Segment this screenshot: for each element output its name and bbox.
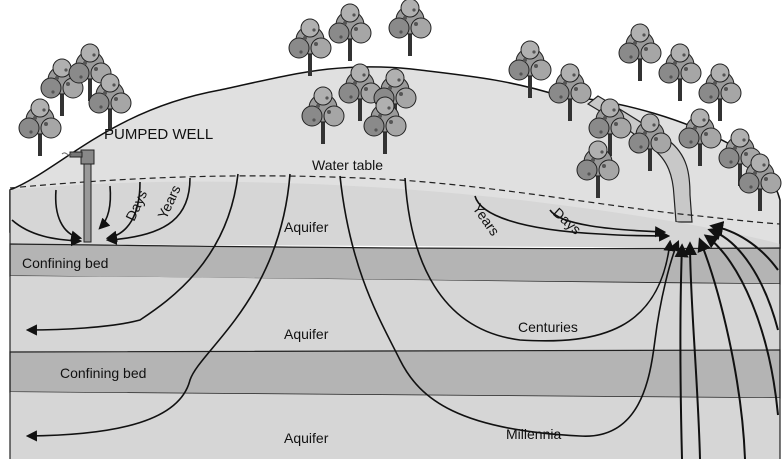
water-table-line [9,175,781,225]
aquifer-upper [10,181,780,248]
pumped-well [61,149,95,243]
aquifer-lower-label: Aquifer [284,430,329,446]
water-table-label: Water table [312,157,383,173]
aquifer-upper-label: Aquifer [284,219,329,235]
centuries-label: Centuries [518,319,578,335]
aquifer-middle-label: Aquifer [284,326,329,342]
aquifer-middle [10,276,780,352]
millennia-label: Millennia [506,426,561,442]
pumped-well-label: PUMPED WELL [104,126,213,143]
flow-lines-to-well [11,177,191,247]
upwelling-flow-lines [674,221,779,459]
regional-flow-lines [25,173,680,442]
confining-bed-lower-label: Confining bed [60,365,146,381]
confining-bed-upper-label: Confining bed [22,255,108,271]
aquifer-lower [10,392,780,459]
